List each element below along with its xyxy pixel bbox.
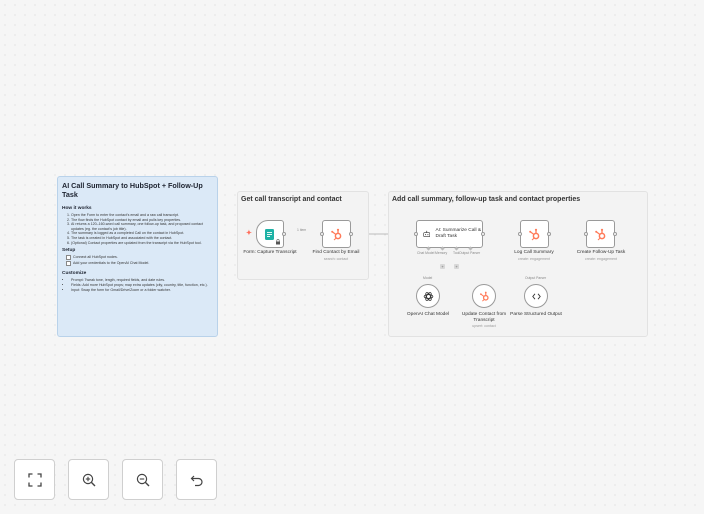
fit-view-button[interactable] (14, 459, 55, 500)
checkbox-icon (66, 255, 71, 261)
openai-icon (423, 291, 433, 301)
section-get-title: Get call transcript and contact (241, 196, 342, 203)
note-how-item: (Optional) Contact properties are update… (71, 241, 213, 246)
note-customize-item: Input: Swap the form for Gmail/Drive/Zoo… (71, 288, 213, 293)
robot-icon (423, 230, 431, 238)
note-customize-item: Prompt: Tweak tone, length, required fie… (71, 278, 213, 283)
parser-port[interactable] (467, 245, 473, 251)
output-handle[interactable] (613, 232, 617, 236)
fit-view-icon (27, 472, 42, 487)
note-customize-list: Prompt: Tweak tone, length, required fie… (62, 278, 213, 292)
node-find-sub: search: contact (323, 257, 349, 261)
memory-port[interactable] (439, 245, 445, 251)
output-handle[interactable] (349, 232, 353, 236)
overview-sticky-note[interactable]: AI Call Summary to HubSpot + Follow-Up T… (57, 176, 218, 337)
edge-label-model: Model (423, 276, 433, 280)
node-ai-agent[interactable]: AI: Summarize Call & Draft Task (416, 220, 483, 248)
note-setup-text: Connect all HubSpot nodes. (73, 255, 118, 260)
node-update-sub: upsert: contact (472, 324, 496, 328)
port-label-memory: Memory (435, 251, 448, 255)
node-log-sub: create: engagement (518, 257, 550, 261)
lock-icon (276, 239, 280, 245)
node-openai-model[interactable] (416, 284, 440, 308)
node-openai-label: OpenAI Chat Model (406, 312, 450, 317)
hubspot-icon (479, 291, 489, 301)
node-task-label: Create Follow-Up Task (576, 250, 626, 255)
node-update-label: Update Contact from Transcript (461, 312, 507, 323)
hubspot-icon (595, 228, 606, 240)
input-handle[interactable] (584, 232, 588, 236)
node-log-call[interactable] (520, 220, 549, 248)
port-label-output-parser: Output Parser (459, 251, 481, 255)
tool-port[interactable] (453, 245, 459, 251)
note-how-item: The flow finds the HubSpot contact by em… (71, 218, 213, 223)
note-how-item: AI returns a 120–160-word call summary, … (71, 222, 213, 231)
note-setup-heading: Setup (62, 248, 76, 254)
edge-item-count: 1 item (297, 228, 307, 232)
port-label-tool: Tool (453, 251, 460, 255)
note-customize-heading: Customize (62, 271, 87, 277)
node-log-label: Log Call Summary (514, 250, 554, 255)
node-output-parser[interactable] (524, 284, 548, 308)
reset-zoom-button[interactable] (176, 459, 217, 500)
output-handle[interactable] (282, 232, 286, 236)
node-parser-label: Parse Structured Output (510, 312, 562, 317)
note-how-item: Open the Form to enter the contact's ema… (71, 213, 213, 218)
zoom-in-button[interactable] (68, 459, 109, 500)
section-add-title: Add call summary, follow-up task and con… (392, 196, 581, 203)
undo-icon (190, 475, 203, 486)
node-create-task[interactable] (586, 220, 615, 248)
form-icon (265, 228, 274, 240)
note-setup-text: Add your credentials to the OpenAI Chat … (73, 260, 150, 265)
note-how-item: The task is created in HubSpot and assoc… (71, 236, 213, 241)
note-title: AI Call Summary to HubSpot + Follow-Up T… (62, 181, 203, 199)
node-update-contact[interactable] (472, 284, 496, 308)
chat-model-port[interactable] (425, 245, 431, 251)
checkbox-icon (66, 261, 71, 267)
node-form-label: Form: Capture Transcript (243, 250, 297, 255)
add-memory-button[interactable]: + (440, 264, 445, 269)
node-task-sub: create: engagement (585, 257, 617, 261)
node-find-label: Find Contact by Email (312, 250, 360, 255)
add-tool-button[interactable]: + (454, 264, 459, 269)
section-add-summary[interactable]: Add call summary, follow-up task and con… (388, 191, 648, 337)
zoom-out-icon (136, 473, 149, 486)
node-ai-label: AI: Summarize Call & Draft Task (435, 228, 482, 239)
hubspot-icon (331, 228, 342, 240)
code-brackets-icon (531, 293, 541, 299)
node-find-contact[interactable] (322, 220, 351, 248)
port-label-chat-model: Chat Model (417, 251, 435, 255)
note-how-list: Open the Form to enter the contact's ema… (62, 213, 213, 245)
note-setup-item: Add your credentials to the OpenAI Chat … (62, 261, 213, 267)
input-handle[interactable] (414, 232, 418, 236)
edge-label-output-parser: Output Parser (525, 276, 547, 280)
note-customize-item: Fields: Add more HubSpot props; map extr… (71, 283, 213, 288)
input-handle[interactable] (320, 232, 324, 236)
note-setup-item: Connect all HubSpot nodes. (62, 255, 213, 261)
trigger-bolt-icon: ✦ (246, 230, 252, 237)
zoom-out-button[interactable] (122, 459, 163, 500)
zoom-in-icon (82, 473, 95, 486)
note-how-heading: How it works (62, 206, 92, 211)
output-handle[interactable] (481, 232, 485, 236)
note-how-item: The summary is logged as a completed Cal… (71, 231, 213, 236)
input-handle[interactable] (518, 232, 522, 236)
output-handle[interactable] (547, 232, 551, 236)
hubspot-icon (529, 228, 540, 240)
node-form-trigger[interactable] (256, 220, 284, 248)
